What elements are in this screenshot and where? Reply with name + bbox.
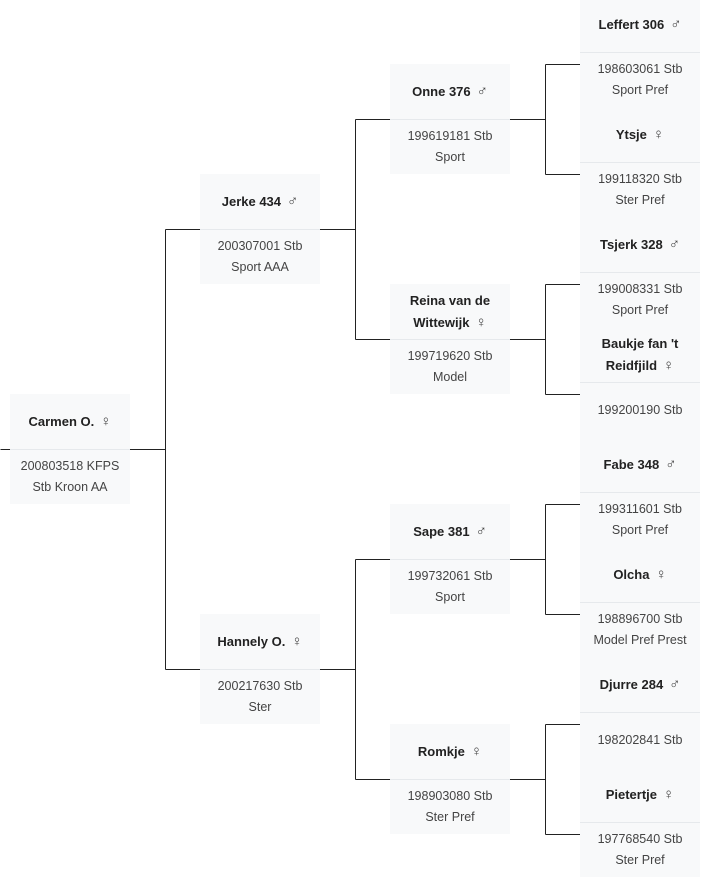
predicate: Sport Pref — [611, 523, 669, 537]
registration-number: 200217630 Stb — [217, 679, 303, 693]
female-icon: ♀ — [475, 313, 487, 331]
registration-number: 199732061 Stb — [407, 569, 493, 583]
registration-number: 199200190 Stb — [597, 402, 683, 417]
registration-number: 200307001 Stb — [217, 239, 303, 253]
connector-dam-dam — [510, 724, 580, 835]
predicate: Sport AAA — [231, 260, 289, 274]
predicate: Sport — [435, 590, 465, 604]
predicate: Ster Pref — [425, 810, 475, 824]
male-icon: ♂ — [670, 16, 682, 33]
divider — [580, 602, 700, 603]
horse-name[interactable]: Fabe 348 — [603, 456, 660, 472]
horse-name[interactable]: Jerke 434 — [221, 193, 282, 209]
registration-number: 199008331 Stb — [597, 282, 683, 296]
predicate: Sport Pref — [611, 303, 669, 317]
divider — [580, 162, 700, 163]
horse-name[interactable]: Hannely O. — [217, 633, 286, 649]
divider — [10, 449, 130, 450]
connector-sire-sire — [510, 64, 580, 175]
female-icon: ♀ — [663, 786, 675, 803]
male-icon: ♂ — [475, 523, 487, 540]
horse-name[interactable]: Leffert 306 — [598, 16, 665, 32]
registration-number: 199619181 Stb — [407, 129, 493, 143]
predicate: Model — [432, 370, 468, 384]
divider — [390, 559, 510, 560]
male-icon: ♂ — [287, 193, 299, 210]
registration-number: 198896700 Stb — [597, 612, 683, 626]
connector-dam — [320, 559, 390, 780]
divider — [580, 822, 700, 823]
female-icon: ♀ — [470, 743, 483, 760]
horse-name[interactable]: Carmen O. — [28, 413, 95, 429]
horse-name[interactable]: Pietertje — [605, 786, 658, 802]
predicate: Sport — [435, 150, 465, 164]
horse-name[interactable]: Romkje — [417, 743, 465, 759]
divider — [390, 119, 510, 120]
horse-name[interactable]: Ytsje — [615, 126, 647, 142]
divider — [200, 669, 320, 670]
predicate: Sport Pref — [611, 83, 669, 97]
predicate: Ster Pref — [615, 193, 665, 207]
connector-dam-sire — [510, 504, 580, 615]
male-icon: ♂ — [476, 83, 488, 100]
divider — [390, 339, 510, 340]
registration-number: 200803518 KFPS — [20, 459, 120, 473]
registration-number: 198202841 Stb — [597, 732, 683, 747]
divider — [390, 779, 510, 780]
horse-box-djurre[interactable]: Djurre 284 ♂ 198202841 Stb — [580, 657, 700, 767]
connector-sire-dam — [510, 284, 580, 395]
registration-number: 198903080 Stb — [407, 789, 493, 803]
horse-name[interactable]: Onne 376 — [412, 83, 471, 99]
horse-name[interactable]: Olcha — [613, 566, 650, 582]
predicate: Ster — [248, 700, 272, 714]
horse-name[interactable]: Tsjerk 328 — [600, 236, 663, 252]
registration-number: 199118320 Stb — [598, 172, 682, 186]
female-icon: ♀ — [652, 126, 665, 143]
female-icon: ♀ — [291, 633, 303, 650]
female-icon: ♀ — [100, 413, 112, 430]
predicate: Model Pref Prest — [593, 633, 687, 647]
connector-sire — [320, 119, 390, 340]
female-icon: ♀ — [663, 356, 675, 374]
male-icon: ♂ — [665, 456, 677, 473]
female-icon: ♀ — [655, 566, 667, 583]
divider — [580, 272, 700, 273]
divider — [580, 492, 700, 493]
predicate: Stb Kroon AA — [32, 480, 108, 494]
horse-name[interactable]: Djurre 284 — [599, 676, 664, 692]
registration-number: 199719620 Stb — [407, 349, 493, 363]
registration-number: 197768540 Stb — [597, 832, 683, 846]
divider — [580, 52, 700, 53]
divider — [580, 712, 700, 713]
registration-number: 198603061 Stb — [597, 62, 683, 76]
horse-name[interactable]: Sape 381 — [413, 523, 470, 539]
horse-box-carmen[interactable]: Carmen O. ♀ 200803518 KFPS Stb Kroon AA — [10, 394, 130, 504]
male-icon: ♂ — [668, 236, 680, 253]
male-icon: ♂ — [669, 676, 681, 693]
predicate: Ster Pref — [615, 853, 665, 867]
divider — [580, 382, 700, 383]
divider — [200, 229, 320, 230]
registration-number: 199311601 Stb — [598, 502, 682, 516]
